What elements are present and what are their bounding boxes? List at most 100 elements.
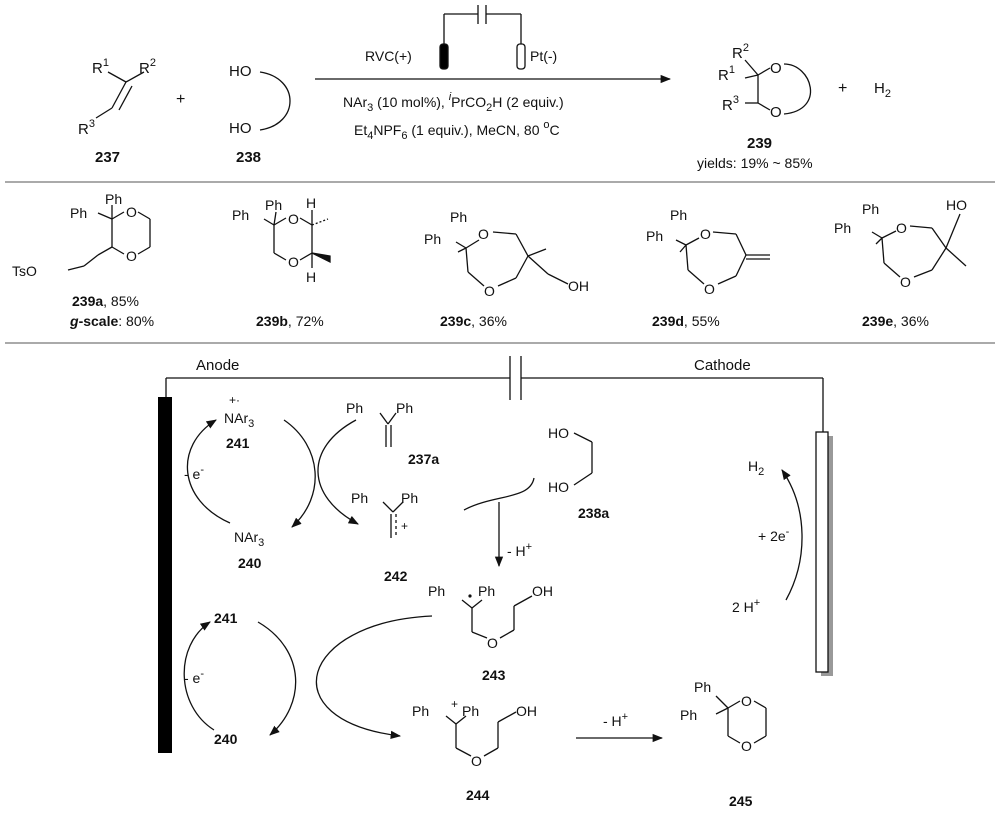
substrate-oxidation-arrow — [317, 419, 359, 525]
example-239c-caption: 239c, 36% — [440, 313, 507, 329]
svg-text:Ph: Ph — [462, 703, 479, 719]
anode-material-label: RVC(+) — [365, 48, 412, 64]
plus-sign: + — [838, 80, 847, 97]
svg-text:OH: OH — [568, 278, 589, 294]
svg-text:R1: R1 — [92, 57, 109, 77]
oxidation-arrow — [183, 621, 215, 731]
diol-238a — [573, 432, 593, 486]
svg-text:H: H — [306, 195, 316, 211]
svg-text:O: O — [484, 283, 495, 299]
example-239e-caption: 239e, 36% — [862, 313, 929, 329]
svg-text:TsO: TsO — [12, 263, 37, 279]
compound-label-240: 240 — [238, 555, 262, 571]
anode-electrode — [158, 397, 172, 753]
svg-text:R3: R3 — [78, 118, 95, 138]
plus-sign: + — [176, 91, 185, 108]
svg-text:NAr3: NAr3 — [224, 410, 254, 430]
compound-label-238: 238 — [236, 149, 261, 166]
set-arrow — [283, 419, 316, 528]
reactant-238: HO HO — [229, 63, 291, 137]
svg-text:Ph: Ph — [646, 228, 663, 244]
hydrogen-product: H2 — [874, 80, 891, 100]
svg-text:HO: HO — [229, 120, 252, 137]
hydrogen-evolved: H2 — [748, 458, 764, 478]
svg-text:O: O — [704, 281, 715, 297]
svg-text:Ph: Ph — [424, 231, 441, 247]
protons-label: 2 H+ — [732, 597, 760, 615]
svg-text:R2: R2 — [139, 57, 156, 77]
svg-text:O: O — [288, 211, 299, 227]
compound-label-241: 241 — [226, 435, 250, 451]
svg-text:HO: HO — [946, 197, 967, 213]
svg-text:Ph: Ph — [351, 490, 368, 506]
svg-text:HO: HO — [548, 425, 569, 441]
svg-text:O: O — [288, 254, 299, 270]
svg-text:Ph: Ph — [428, 583, 445, 599]
svg-text:+: + — [401, 519, 408, 533]
svg-text:NAr3: NAr3 — [234, 529, 264, 549]
product-245 — [715, 695, 767, 744]
svg-text:HO: HO — [229, 63, 252, 80]
svg-text:O: O — [770, 104, 782, 121]
reduction-arrow — [781, 469, 803, 601]
svg-text:O: O — [896, 220, 907, 236]
example-239c-structure — [455, 231, 569, 287]
circuit-wire — [165, 356, 824, 433]
svg-text:O: O — [126, 248, 137, 264]
conditions-line-2: Et4NPF6 (1 equiv.), MeCN, 80 oC — [354, 119, 560, 142]
svg-text:O: O — [900, 274, 911, 290]
svg-text:Ph: Ph — [478, 583, 495, 599]
electrolysis-cell-icon — [439, 5, 526, 70]
svg-text:O: O — [487, 635, 498, 651]
reactant-237 — [95, 71, 145, 119]
svg-text:Ph: Ph — [396, 400, 413, 416]
radical-oxidation-arrow — [315, 615, 433, 739]
set-arrow — [257, 621, 297, 736]
compound-label-237a: 237a — [408, 451, 439, 467]
svg-text:O: O — [126, 204, 137, 220]
cathode-electrode — [815, 431, 829, 673]
compound-label-245: 245 — [729, 793, 753, 809]
oxidation-arrow — [186, 419, 231, 524]
example-239a-caption: 239a, 85% — [72, 293, 139, 309]
yield-range: yields: 19% ~ 85% — [697, 155, 813, 171]
svg-text:Ph: Ph — [232, 207, 249, 223]
svg-text:Ph: Ph — [105, 191, 122, 207]
svg-text:Ph: Ph — [265, 197, 282, 213]
deprotonation-label: - H+ — [507, 541, 532, 559]
svg-text:Ph: Ph — [412, 703, 429, 719]
conditions-line-1: NAr3 (10 mol%), iPrCO2H (2 equiv.) — [343, 91, 564, 114]
svg-text:Ph: Ph — [834, 220, 851, 236]
svg-text:O: O — [741, 738, 752, 754]
example-239b-caption: 239b, 72% — [256, 313, 324, 329]
svg-text:Ph: Ph — [680, 707, 697, 723]
electron-gain-label: + 2e- — [758, 526, 790, 544]
deprotonation-label: - H+ — [603, 711, 628, 729]
example-239d-structure — [675, 231, 770, 285]
compound-label-243: 243 — [482, 667, 506, 683]
svg-text:+: + — [451, 697, 458, 711]
svg-text:R1: R1 — [718, 64, 735, 84]
svg-text:Ph: Ph — [70, 205, 87, 221]
compound-label-240: 240 — [214, 731, 238, 747]
svg-text:Ph: Ph — [346, 400, 363, 416]
radical-243 — [461, 595, 533, 639]
compound-label-242: 242 — [384, 568, 408, 584]
radical-cation-242 — [382, 501, 404, 538]
compound-label-244: 244 — [466, 787, 490, 803]
svg-text:O: O — [741, 693, 752, 709]
product-239 — [744, 59, 812, 115]
compound-label-238a: 238a — [578, 505, 609, 521]
example-239a-scale: g-scale: 80% — [69, 313, 154, 329]
svg-text:O: O — [770, 60, 782, 77]
svg-text:OH: OH — [516, 703, 537, 719]
cathode-label: Cathode — [694, 357, 751, 374]
cation-244 — [445, 711, 517, 757]
svg-text:HO: HO — [548, 479, 569, 495]
radical-cation-mark: +· — [229, 393, 240, 407]
example-239d-caption: 239d, 55% — [652, 313, 720, 329]
alkene-237a — [379, 412, 397, 447]
svg-text:H: H — [306, 269, 316, 285]
example-239b-structure — [263, 210, 331, 268]
cathode-material-label: Pt(-) — [530, 48, 557, 64]
